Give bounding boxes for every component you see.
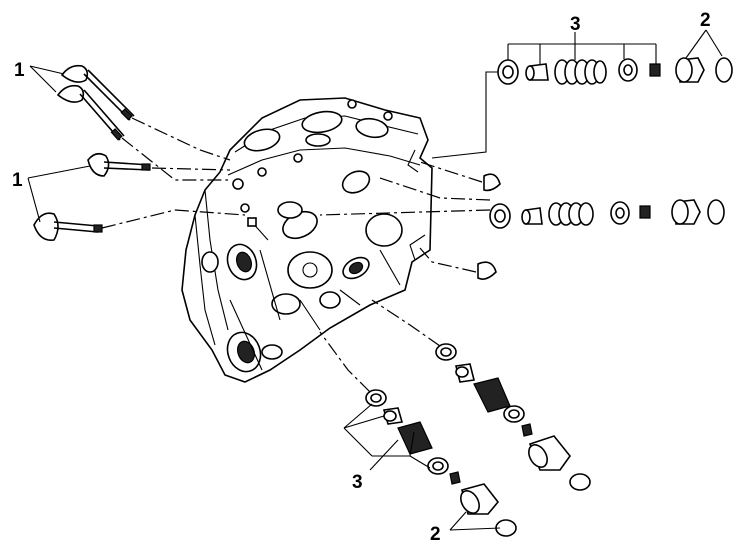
callout-tappets-top: 2	[700, 10, 711, 31]
intake-valve-upper-1	[60, 64, 135, 121]
tappet-top	[675, 57, 733, 83]
callout-valves-upper: 1	[14, 60, 25, 81]
callout-tappets-bottom: 2	[430, 524, 441, 545]
valve-spring-assembly-lower-left	[365, 389, 517, 537]
exhaust-valve-lower-1	[87, 152, 151, 177]
callout-springs-bottom: 3	[352, 472, 363, 493]
exhaust-valve-lower-2	[33, 212, 103, 242]
intake-valve-upper-2	[56, 84, 125, 141]
callout-valves-lower: 1	[12, 170, 23, 191]
cylinder-head	[181, 97, 433, 383]
callout-springs-top: 3	[570, 14, 581, 35]
valve-spring-assembly-top	[497, 58, 661, 85]
valve-spring-assembly-middle	[489, 199, 725, 229]
valve-spring-assembly-lower-right	[435, 343, 591, 491]
half-moon-seal-lower	[477, 261, 497, 280]
half-moon-seal-upper	[483, 173, 501, 192]
